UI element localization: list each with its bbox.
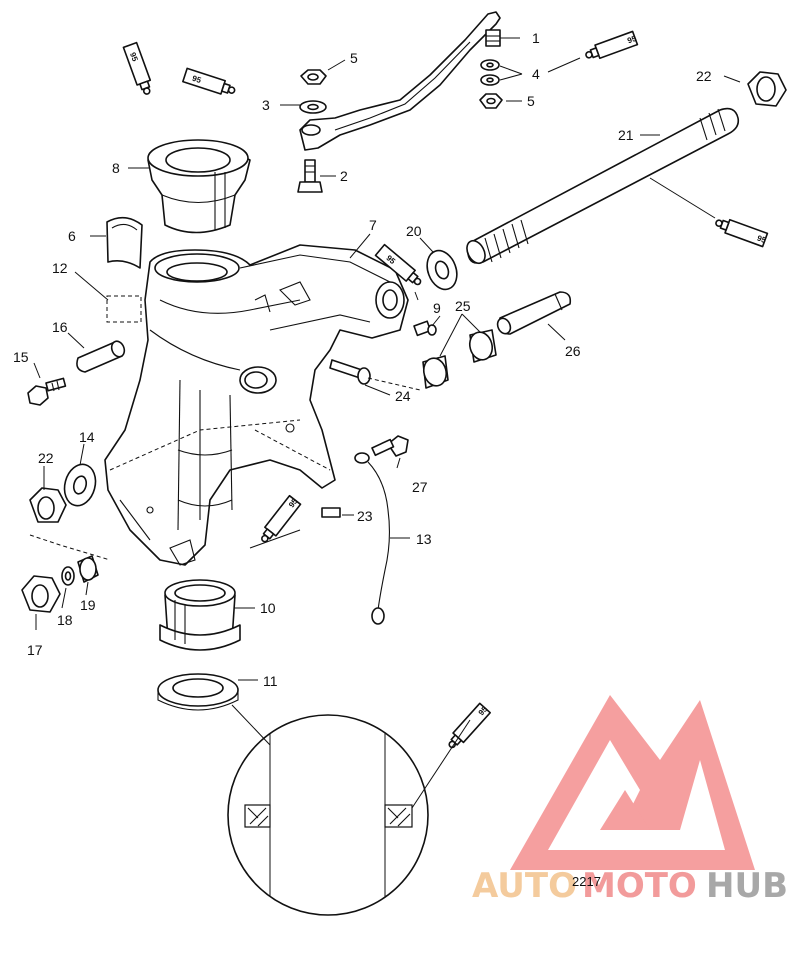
callout-21: 21	[618, 127, 634, 143]
lubricant-tube-icon: 95	[374, 243, 422, 286]
watermark-auto: AUTO	[472, 866, 577, 906]
callout-22-left: 22	[38, 450, 54, 466]
bolt-2	[297, 159, 323, 193]
watermark-logo	[510, 695, 755, 870]
grease-fitting-9	[413, 320, 437, 337]
washer-18	[61, 566, 75, 586]
callout-5-right: 5	[527, 93, 535, 109]
callout-20: 20	[406, 223, 422, 239]
callout-23: 23	[357, 508, 373, 524]
leader-lines	[33, 37, 741, 809]
tube-label: 95	[756, 234, 768, 246]
watermark-text: AUTO MOTO HUB	[472, 866, 788, 906]
bushing-25-lower	[422, 355, 449, 389]
callout-15: 15	[13, 349, 29, 365]
callout-5-left: 5	[350, 50, 358, 66]
watermark-moto: MOTO	[582, 866, 697, 906]
callout-labels: 1 2 3 4 5 5 6 7 8 9 10 11 12 13 14 15 16…	[13, 30, 712, 689]
callout-1: 1	[532, 30, 540, 46]
bushing-19	[77, 555, 99, 583]
tube-label: 95	[191, 74, 203, 85]
tube-21	[466, 107, 740, 265]
pin-16	[76, 340, 126, 373]
steering-link-arm	[299, 11, 501, 151]
callout-2: 2	[340, 168, 348, 184]
watermark-hub: HUB	[706, 866, 788, 906]
callout-3: 3	[262, 97, 270, 113]
callout-18: 18	[57, 612, 73, 628]
shim-12-outline	[106, 295, 142, 323]
bolt-24	[329, 359, 421, 391]
swivel-bracket-7	[104, 244, 409, 566]
callout-24: 24	[395, 388, 411, 404]
lubricant-tube-icon: 95	[585, 30, 639, 60]
figure-number: 2217	[572, 874, 601, 889]
callout-8: 8	[112, 160, 120, 176]
washer-14	[63, 463, 97, 507]
lubricant-tube-icon: 95	[182, 67, 236, 95]
bolt-1	[485, 29, 501, 47]
callout-11: 11	[263, 673, 278, 689]
nut-5-right	[479, 93, 503, 109]
callout-10: 10	[260, 600, 276, 616]
tube-label: 95	[128, 51, 140, 63]
pad-6	[106, 216, 143, 269]
ground-strap-13	[354, 452, 391, 625]
lubricant-tube-icon: 95	[715, 218, 769, 248]
callout-13: 13	[416, 531, 432, 547]
lubricant-tube-icon: 95	[448, 702, 492, 749]
callout-19: 19	[80, 597, 96, 613]
callout-7: 7	[369, 217, 377, 233]
callout-9: 9	[433, 300, 441, 316]
bushing-8	[147, 139, 251, 234]
callout-4: 4	[532, 66, 540, 82]
bushing-10	[159, 579, 241, 651]
callout-27: 27	[412, 479, 428, 495]
tube-label: 95	[626, 34, 638, 46]
bushing-25-upper	[468, 329, 497, 363]
seal-11	[157, 673, 239, 711]
callout-12: 12	[52, 260, 68, 276]
callout-26: 26	[565, 343, 581, 359]
nut-22-left	[29, 487, 67, 523]
callout-6: 6	[68, 228, 76, 244]
callout-25: 25	[455, 298, 471, 314]
nut-5-left	[300, 69, 327, 85]
callout-16: 16	[52, 319, 68, 335]
lubricant-tube-icon: 95	[122, 41, 152, 95]
bolt-15	[27, 377, 67, 406]
washer-20	[426, 249, 458, 291]
pin-26	[496, 291, 572, 335]
callout-14: 14	[79, 429, 95, 445]
nut-22-right	[747, 71, 787, 107]
assembly-guide-line	[29, 534, 111, 561]
bolt-27	[371, 435, 409, 457]
seal-detail-inset	[227, 704, 429, 916]
washers-4	[480, 59, 500, 86]
callout-17: 17	[27, 642, 43, 658]
part-23	[321, 507, 341, 518]
callout-22-right: 22	[696, 68, 712, 84]
nut-17	[21, 575, 61, 613]
washer-3	[299, 100, 327, 114]
